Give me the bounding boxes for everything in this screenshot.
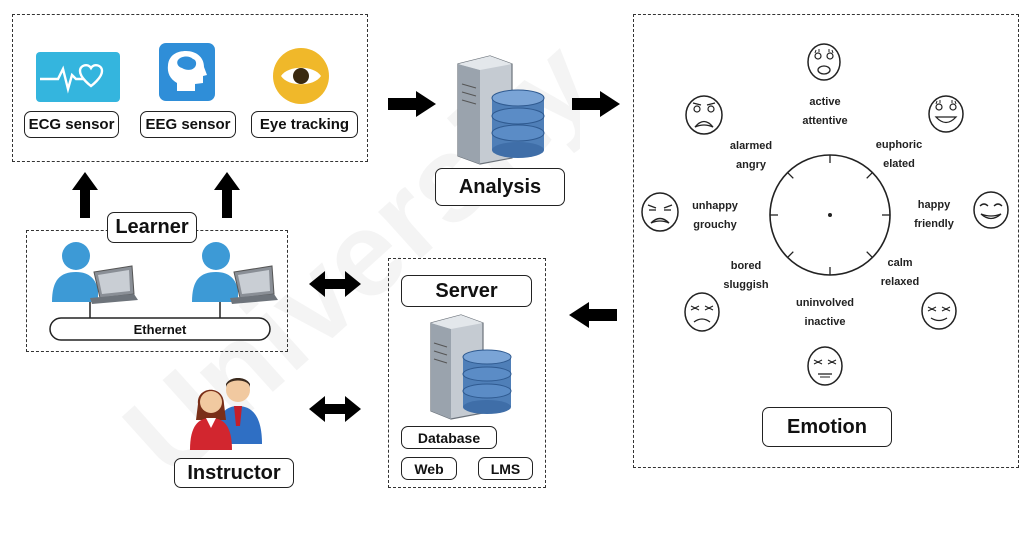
emotion-label-uninvolved: uninvolved inactive xyxy=(790,294,860,332)
learner-computers-illustration xyxy=(49,242,278,341)
learner-label: Learner xyxy=(107,212,197,243)
eeg-head-icon xyxy=(159,43,215,101)
analysis-label: Analysis xyxy=(435,168,565,206)
eeg-sensor-label: EEG sensor xyxy=(140,111,236,138)
euphoric-face-icon xyxy=(928,95,964,133)
emotion-dial xyxy=(769,154,891,276)
emotion-word: unhappy xyxy=(692,200,738,212)
server-database-icon xyxy=(430,314,512,420)
emotion-word: elated xyxy=(883,158,915,170)
emotion-word: uninvolved xyxy=(795,297,855,309)
sensors-panel xyxy=(12,14,368,162)
instructor-label: Instructor xyxy=(174,458,294,488)
emotion-label-bored: bored sluggish xyxy=(714,257,778,295)
calm-face-icon xyxy=(921,292,957,330)
database-label: Database xyxy=(401,426,497,449)
unhappy-face-icon xyxy=(641,192,679,232)
emotion-word: relaxed xyxy=(880,276,920,288)
server-panel xyxy=(388,258,546,488)
emotion-word: active xyxy=(809,96,841,108)
emotion-word: friendly xyxy=(914,218,954,230)
bored-face-icon xyxy=(684,292,720,332)
emotion-word: sluggish xyxy=(723,279,769,291)
server-title: Server xyxy=(401,275,532,307)
analysis-server-database-icon xyxy=(457,55,545,165)
surprised-face-icon xyxy=(807,43,841,81)
emotion-word: calm xyxy=(887,257,913,269)
emotion-word: inactive xyxy=(804,316,846,328)
emotion-word: angry xyxy=(736,159,766,171)
right-arrow-icon xyxy=(572,91,620,117)
emotion-word: grouchy xyxy=(693,219,737,231)
ecg-heart-icon xyxy=(36,52,120,102)
emotion-label-euphoric: euphoric elated xyxy=(867,136,931,174)
happy-face-icon xyxy=(973,191,1009,229)
emotion-label-active: active attentive xyxy=(793,93,857,131)
alarmed-face-icon xyxy=(685,95,723,135)
emotion-word: euphoric xyxy=(875,139,923,151)
emotion-word: alarmed xyxy=(729,140,773,152)
learner-person-icon xyxy=(192,242,278,304)
emotion-panel xyxy=(633,14,1019,468)
emotion-label-unhappy: unhappy grouchy xyxy=(683,197,747,235)
up-arrow-icon xyxy=(214,172,240,218)
left-arrow-icon xyxy=(569,302,617,328)
instructor-people-icon xyxy=(190,378,262,450)
emotion-word: happy xyxy=(917,199,951,211)
eye-tracking-label: Eye tracking xyxy=(251,111,358,138)
uninvolved-face-icon xyxy=(807,346,843,386)
double-arrow-icon xyxy=(309,271,361,297)
ecg-sensor-label: ECG sensor xyxy=(24,111,119,138)
learner-person-icon xyxy=(52,242,138,304)
up-arrow-icon xyxy=(72,172,98,218)
emotion-label-alarmed: alarmed angry xyxy=(719,137,783,175)
emotion-label-calm: calm relaxed xyxy=(868,254,932,292)
lms-label: LMS xyxy=(478,457,533,480)
emotion-word: bored xyxy=(730,260,762,272)
eye-tracking-icon xyxy=(273,48,329,104)
emotion-label-happy: happy friendly xyxy=(902,196,966,234)
emotion-title: Emotion xyxy=(762,407,892,447)
right-arrow-icon xyxy=(388,91,436,117)
emotion-word: attentive xyxy=(802,115,848,127)
web-label: Web xyxy=(401,457,457,480)
ethernet-label: Ethernet xyxy=(133,321,187,337)
double-arrow-icon xyxy=(309,396,361,422)
